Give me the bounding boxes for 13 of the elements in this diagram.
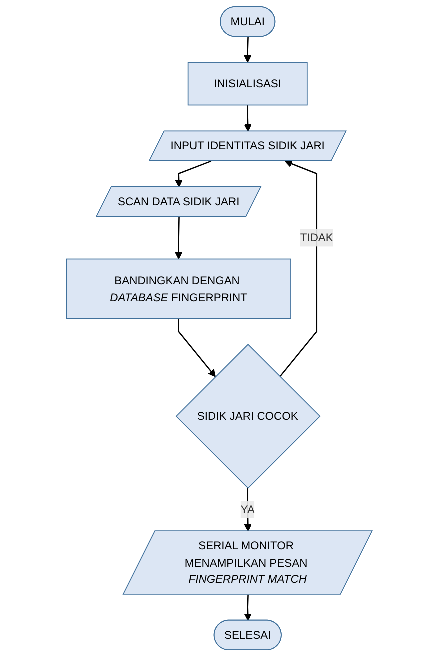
arrow: [280, 160, 318, 378]
node-box: INISIALISASI: [188, 62, 308, 106]
arrow: [244, 37, 252, 63]
arrow: [244, 105, 252, 132]
arrow: [244, 488, 252, 532]
arrow: [244, 594, 252, 622]
arrow: [175, 160, 212, 188]
arrow: [175, 216, 183, 260]
arrow: [178, 318, 216, 378]
node-diamond: SIDIK JARI COCOK: [176, 344, 321, 489]
edge-label: YA: [240, 503, 255, 516]
edge-label: TIDAK: [300, 231, 334, 244]
node-box: BANDINGKAN DENGAN DATABASE FINGERPRINT: [66, 258, 292, 320]
